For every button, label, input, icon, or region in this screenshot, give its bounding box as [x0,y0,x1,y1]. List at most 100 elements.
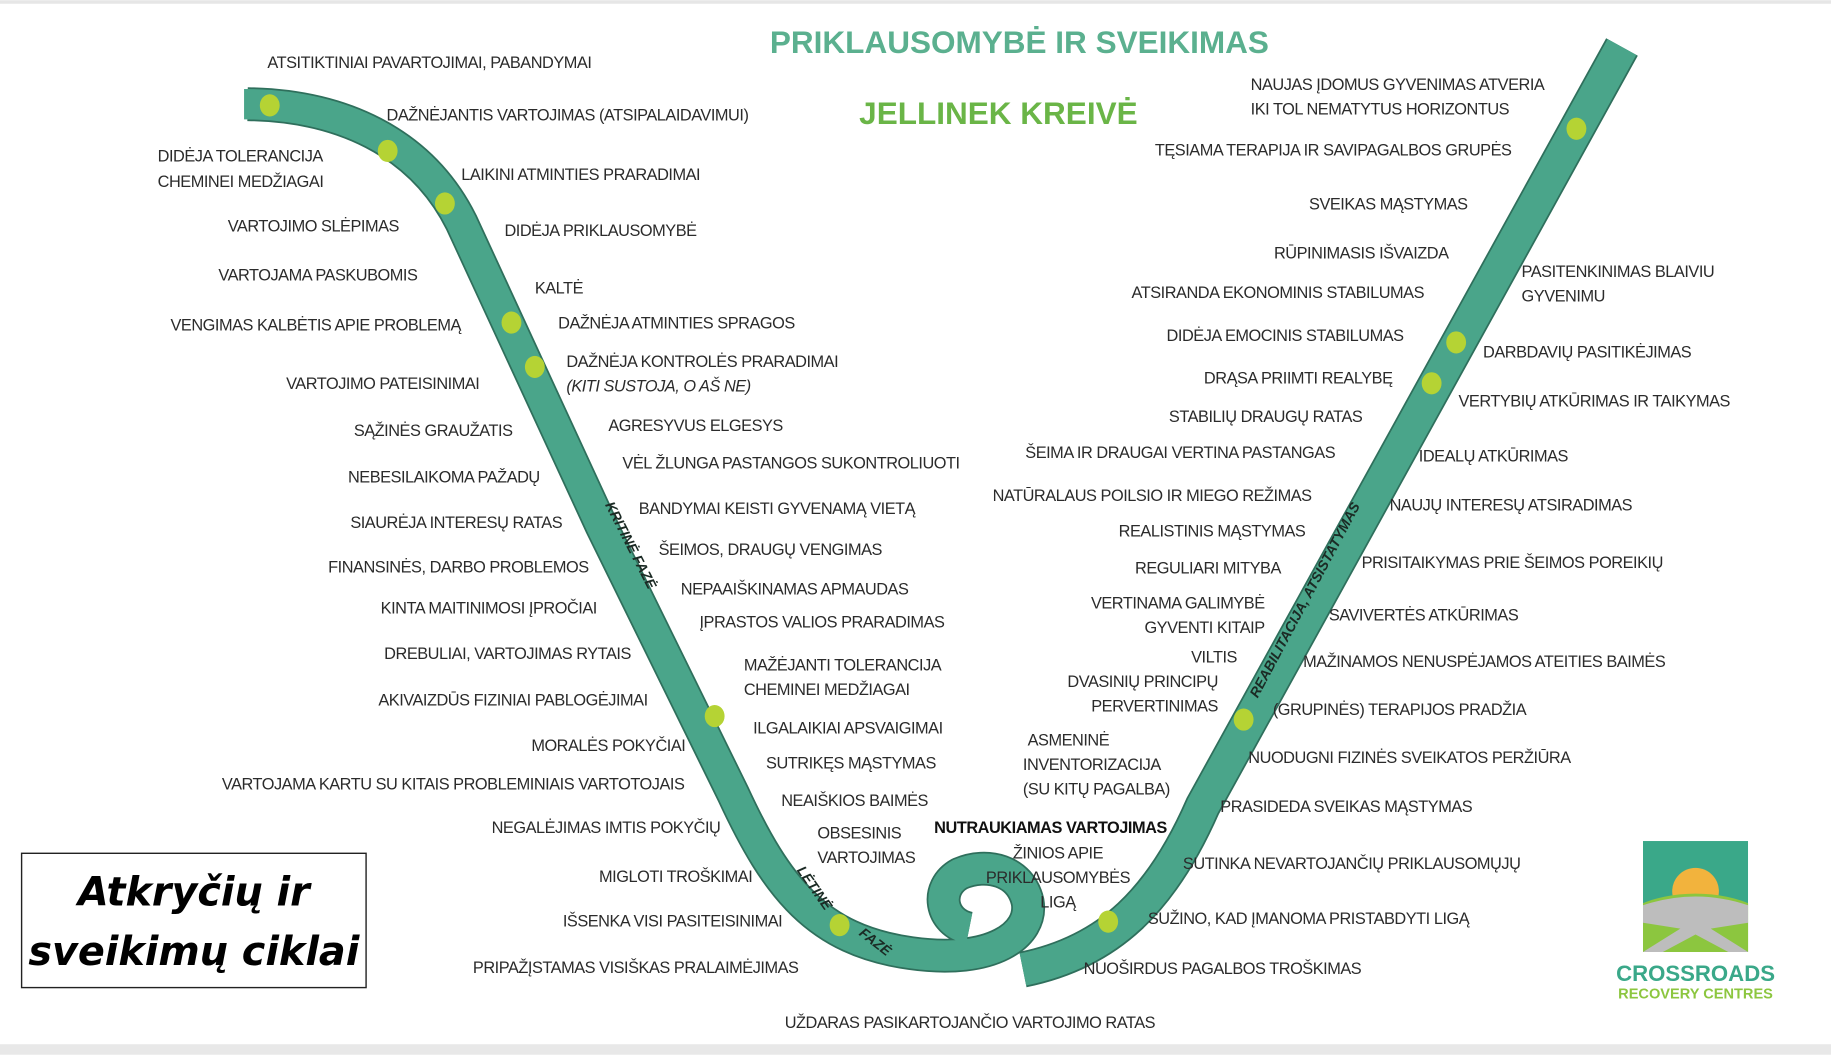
stage-label: VARTOJAMA PASKUBOMIS [218,267,418,285]
stage-label: ĮPRASTOS VALIOS PRARADIMAS [699,613,945,631]
stage-label: INVENTORIZACIJA [1023,756,1161,774]
milestone-dot [1421,372,1442,395]
stage-label: MAŽĖJANTI TOLERANCIJA [744,656,942,675]
stage-label: ŽINIOS APIE [1013,844,1104,863]
stage-label: FINANSINĖS, DARBO PROBLEMOS [328,557,589,576]
stage-label: VARTOJIMO SLĖPIMAS [228,216,400,235]
stage-label: REGULIARI MITYBA [1135,560,1281,578]
cycle-box-line-1: Atkryčių ir [75,869,312,915]
stage-label: DIDĖJA PRIKLAUSOMYBĖ [504,221,697,240]
stage-label: AGRESYVUS ELGESYS [608,417,783,435]
stage-label: REALISTINIS MĄSTYMAS [1119,522,1306,540]
diagram-title: PRIKLAUSOMYBĖ IR SVEIKIMAS [770,24,1269,60]
stage-label: NAUJŲ INTERESŲ ATSIRADIMAS [1390,497,1633,515]
stage-label: NEPAAIŠKINAMAS APMAUDAS [681,580,909,599]
stage-label: MORALĖS POKYČIAI [531,736,685,755]
diagram-subtitle: JELLINEK KREIVĖ [859,95,1137,131]
milestone-dot [1566,117,1587,140]
stage-label: VARTOJIMAS [817,849,915,867]
stage-label: PERVERTINIMAS [1091,697,1218,715]
stage-label: PASITENKINIMAS BLAIVIU [1522,263,1715,281]
stage-label: NEAIŠKIOS BAIMĖS [781,791,928,810]
stage-label: SAVIVERTĖS ATKŪRIMAS [1329,605,1519,624]
stage-label: NAUJAS ĮDOMUS GYVENIMAS ATVERIA [1251,76,1545,94]
stage-label: DIDĖJA EMOCINIS STABILUMAS [1167,326,1405,345]
stage-label: (GRUPINĖS) TERAPIJOS PRADŽIA [1273,700,1527,719]
stage-label: KALTĖ [535,278,584,297]
stage-label: IKI TOL NEMATYTUS HORIZONTUS [1251,101,1510,119]
stage-label: DAŽNĖJA ATMINTIES SPRAGOS [558,313,795,332]
stage-label: DREBULIAI, VARTOJIMAS RYTAIS [384,645,631,663]
stage-label: IŠSENKA VISI PASITEISINIMAI [563,911,782,930]
stage-label: CHEMINEI MEDŽIAGAI [744,680,910,699]
milestone-dot [377,139,398,163]
stage-label: MAŽINAMOS NENUSPĖJAMOS ATEITIES BAIMĖS [1303,652,1666,671]
milestone-dot [501,311,522,334]
stage-label: NEGALĖJIMAS IMTIS POKYČIŲ [492,818,721,837]
stage-label: NEBESILAIKOMA PAŽADŲ [348,468,540,487]
stage-label: STABILIŲ DRAUGŲ RATAS [1169,408,1363,426]
stage-label: (SU KITŲ PAGALBA) [1023,780,1170,798]
stage-label: DAŽNĖJANTIS VARTOJIMAS (ATSIPALAIDAVIMUI… [387,106,749,125]
milestone-dot [1446,331,1467,354]
stage-labels: ATSITIKTINIAI PAVARTOJIMAI, PABANDYMAI DA… [158,54,1731,1032]
stage-label: SVEIKAS MĄSTYMAS [1309,195,1468,213]
stage-label: SUTINKA NEVARTOJANČIŲ PRIKLAUSOMŲJŲ [1183,854,1521,873]
stage-label: ŠEIMA IR DRAUGAI VERTINA PASTANGAS [1025,443,1335,462]
stage-label: CHEMINEI MEDŽIAGAI [158,172,324,191]
stage-label: BANDYMAI KEISTI GYVENAMĄ VIETĄ [639,500,916,518]
stage-label: DARBDAVIŲ PASITIKĖJIMAS [1483,343,1692,362]
stage-label: GYVENTI KITAIP [1144,619,1265,637]
stage-label: DVASINIŲ PRINCIPŲ [1067,673,1218,691]
stage-label: LIGĄ [1040,894,1076,912]
stage-label: VILTIS [1191,648,1237,666]
stage-label: PRISITAIKYMAS PRIE ŠEIMOS POREIKIŲ [1362,553,1663,572]
logo-tagline: RECOVERY CENTRES [1618,987,1773,1003]
milestone-dot [1098,910,1119,933]
cycle-box-line-2: sveikimų ciklai [28,929,360,975]
stage-label: ILGALAIKIAI APSVAIGIMAI [753,720,943,738]
stage-label: NUODUGNI FIZINĖS SVEIKATOS PERŽIŪRA [1248,748,1571,767]
milestone-dot [829,914,850,937]
stage-label: KINTA MAITINIMOSI ĮPROČIAI [381,598,597,617]
stage-label: DAŽNĖJA KONTROLĖS PRARADIMAI [566,352,838,371]
stage-label: AKIVAIZDŪS FIZINIAI PABLOGĖJIMAI [378,691,647,710]
stage-label: NUOŠIRDUS PAGALBOS TROŠKIMAS [1084,959,1362,978]
stage-label: NUTRAUKIAMAS VARTOJIMAS [934,819,1167,837]
stage-label: ASMENINĖ [1028,730,1110,749]
stage-label: DRĄSA PRIIMTI REALYBĘ [1204,369,1393,387]
curve-track [244,38,1638,988]
stage-label: VERTINAMA GALIMYBĖ [1091,594,1265,613]
stage-label: TĘSIAMA TERAPIJA IR SAVIPAGALBOS GRUPĖS [1155,141,1512,160]
crossroads-logo: CROSSROADS RECOVERY CENTRES [1616,841,1775,1003]
stage-label: NATŪRALAUS POILSIO IR MIEGO REŽIMAS [993,486,1313,505]
stage-label: PRIPAŽĮSTAMAS VISIŠKAS PRALAIMĖJIMAS [473,958,799,977]
stage-label: SIAURĖJA INTERESŲ RATAS [350,513,562,532]
stage-label: ATSIRANDA EKONOMINIS STABILUMAS [1132,284,1425,302]
stage-label: PRASIDEDA SVEIKAS MĄSTYMAS [1220,798,1472,816]
stage-label: MIGLOTI TROŠKIMAI [599,867,752,886]
milestone-dot [524,355,545,379]
stage-label: VENGIMAS KALBĖTIS APIE PROBLEMĄ [170,316,461,335]
stage-label: VERTYBIŲ ATKŪRIMAS IR TAIKYMAS [1458,393,1730,411]
stage-label: ATSITIKTINIAI PAVARTOJIMAI, PABANDYMAI [267,54,591,72]
milestone-dot [704,704,725,728]
logo-name: CROSSROADS [1616,961,1775,986]
top-border [0,0,1831,4]
stage-label: LAIKINI ATMINTIES PRARADIMAI [461,166,700,184]
milestone-dot [259,94,280,117]
stage-label: SĄŽINĖS GRAUŽATIS [354,421,513,440]
stage-label: DIDĖJA TOLERANCIJA [158,146,324,165]
milestone-dots [259,94,1587,937]
stage-label: (KITI SUSTOJA, O AŠ NE) [566,376,750,395]
milestone-dot [1233,708,1254,731]
stage-label: ŠEIMOS, DRAUGŲ VENGIMAS [659,540,883,559]
stage-label: VARTOJIMO PATEISINIMAI [286,375,479,393]
cycle-box: Atkryčių ir sveikimų ciklai [20,852,367,989]
stage-label: SUŽINO, KAD ĮMANOMA PRISTABDYTI LIGĄ [1148,909,1470,928]
stage-label: IDEALŲ ATKŪRIMAS [1419,448,1569,466]
milestone-dot [434,192,455,215]
stage-label: PRIKLAUSOMYBĖS [986,868,1131,887]
stage-label: RŪPINIMASIS IŠVAIZDA [1274,243,1449,262]
